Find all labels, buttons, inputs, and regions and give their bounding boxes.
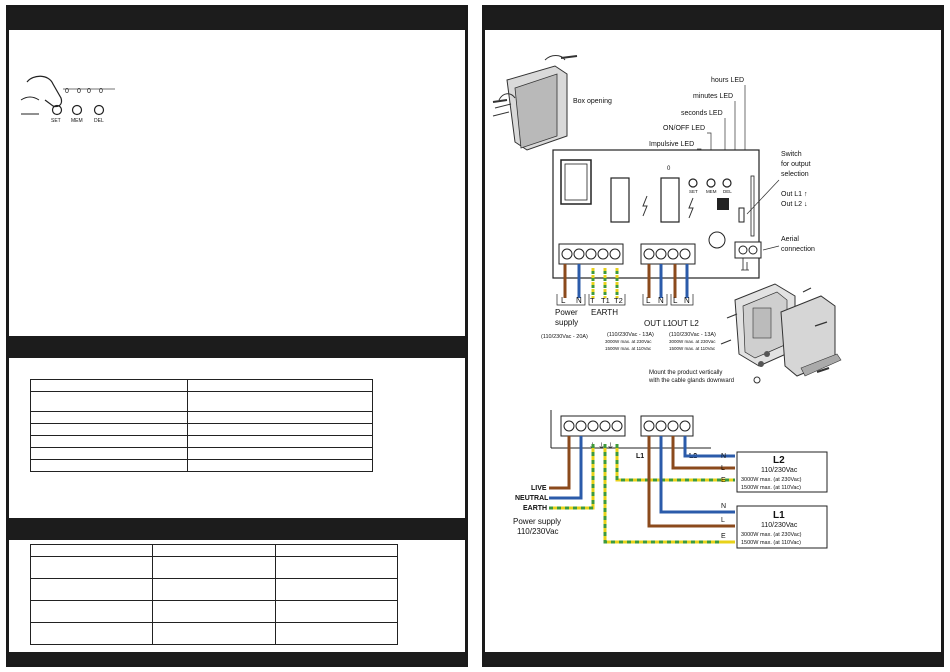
right-page-terminals-power-0-text: L — [561, 296, 566, 305]
right-page-wiring-load-l2-pins-0-text: N — [721, 453, 726, 460]
right-page-wiring-load-l1-line2-text: 1500W max. (at 110Vac) — [741, 540, 801, 546]
right-page-terminals-earth-2-text: T2 — [614, 296, 623, 305]
header-bar-middle — [9, 336, 465, 358]
minutes-led-label: minutes LED — [693, 93, 733, 100]
relay-l1 — [610, 177, 630, 223]
right-page-terminals-power-caption-1-text: supply — [555, 318, 578, 327]
right-page-board-buttons-1-text: MEM — [706, 189, 717, 194]
right-page-terminals-out-l1-0-text: L — [646, 296, 651, 305]
set-button-icon — [51, 104, 63, 116]
right-page-wiring-load-l2-line1-text: 3000W max. (at 230Vac) — [741, 477, 802, 483]
wiring-diagrams: Box opening hours LED minutes LED second… — [492, 55, 842, 549]
table-1 — [30, 379, 373, 472]
box-opening-illustration: Box opening — [492, 55, 612, 151]
right-page-terminals-out-l2-1-text: N — [684, 296, 690, 305]
left-page-keypad-led-marks-2-text: 0 — [87, 88, 91, 95]
right-page-aerial-label-0-text: Aerial — [781, 236, 799, 243]
left-page: 0 0 0 0 SET MEM DEL — [6, 5, 468, 667]
right-page-terminals-out-l1-rating-2-text: 1500W max. at 110Vac — [605, 346, 652, 351]
left-page-keypad-led-marks-0-text: 0 — [65, 88, 69, 95]
del-label: DEL — [94, 118, 104, 124]
seconds-led-label: seconds LED — [681, 110, 723, 117]
right-page-board-buttons-2-text: DEL — [723, 189, 732, 194]
mounting-illustration — [720, 283, 842, 384]
footer-bar-right — [485, 652, 941, 664]
right-page-wiring-load-l2-voltage-text: 110/230Vac — [761, 467, 798, 474]
wiring-schematic: ⏚ ⏚ ⏚ L1 L2 — [550, 410, 711, 460]
right-page-terminals-power-1-text: N — [576, 296, 582, 305]
right-page-wiring-load-l1-name-text: L1 — [773, 510, 785, 521]
mount-note-line2: with the cable glands downward — [648, 378, 734, 384]
right-page-terminals-out-l1-rating-0-text: (110/230Vac - 13A) — [607, 332, 654, 338]
header-bar-top-right — [485, 8, 941, 30]
right-page-wiring-load-l1-pins-2-text: E — [721, 533, 726, 540]
right-page-terminals-out-l2-rating-2-text: 1500W max. at 110Vac — [669, 346, 716, 351]
aerial-terminal-block — [734, 241, 762, 271]
right-page-terminals-out-l1-1-text: N — [658, 296, 664, 305]
output-switch — [738, 207, 745, 223]
set-label: SET — [51, 118, 61, 124]
left-page-keypad-led-marks-3-text: 0 — [99, 88, 103, 95]
svg-text:0: 0 — [667, 166, 671, 172]
right-page-terminals-earth-caption-text: EARTH — [591, 308, 618, 317]
right-page-aerial-label-1-text: connection — [781, 246, 815, 253]
right-page-out-select-0-text: Out L1 ↑ — [781, 191, 807, 198]
right-page-wiring-load-l1-voltage-text: 110/230Vac — [761, 522, 798, 529]
right-page-switch-label-1-text: for output — [781, 161, 811, 168]
keypad-illustration: 0 0 0 0 SET MEM DEL — [20, 75, 115, 124]
microchip — [717, 198, 729, 210]
right-page-terminals-out-l2-0-text: L — [673, 296, 678, 305]
left-page-keypad-led-marks-1-text: 0 — [77, 88, 81, 95]
right-page-switch-label-2-text: selection — [781, 171, 809, 178]
right-page-terminals-earth-1-text: T1 — [601, 296, 610, 305]
right-page-terminals-out-l1-rating-1-text: 3000W max. at 230Vac — [605, 339, 652, 344]
relay-l2 — [660, 177, 680, 223]
right-page-out-select-1-text: Out L2 ↓ — [781, 201, 807, 208]
svg-text:⏚ ⏚ ⏚: ⏚ ⏚ ⏚ — [589, 442, 614, 450]
right-page: Box opening hours LED minutes LED second… — [482, 5, 944, 667]
mem-button-icon — [71, 104, 83, 116]
right-page-wiring-load-l2-name-text: L2 — [773, 455, 785, 466]
footer-bar — [9, 652, 465, 664]
right-page-terminals-earth-0-text: T — [590, 296, 595, 305]
neutral-label: NEUTRAL — [515, 495, 549, 502]
mount-note-line1: Mount the product vertically — [649, 370, 722, 376]
table-2 — [30, 544, 398, 645]
mem-label: MEM — [71, 118, 83, 124]
right-page-terminals-out-l2-rating-0-text: (110/230Vac - 13A) — [669, 332, 716, 338]
load-l2-box: N L E L2 110/230Vac 3000W max. (at 230Va… — [721, 451, 828, 493]
box-opening-label: Box opening — [573, 98, 612, 105]
right-page-switch-label-0-text: Switch — [781, 151, 802, 158]
live-label: LIVE — [531, 485, 547, 492]
right-page-wiring-load-l2-pins-1-text: L — [721, 465, 725, 472]
right-page-wiring-load-l1-pins-0-text: N — [721, 503, 726, 510]
right-page-board-buttons-0-text: SET — [689, 189, 698, 194]
right-page-terminals-out-l2-caption-text: OUT L2 — [671, 319, 699, 328]
del-button-icon — [93, 104, 105, 116]
power-supply-voltage: 110/230Vac — [517, 527, 559, 536]
right-page-wiring-load-l1-line1-text: 3000W max. (at 230Vac) — [741, 532, 802, 538]
earth-label: EARTH — [523, 505, 547, 512]
right-page-wiring-load-l2-line2-text: 1500W max. (at 110Vac) — [741, 485, 801, 491]
right-page-terminals-power-caption-0-text: Power — [555, 308, 578, 317]
header-bar-lower — [9, 518, 465, 540]
right-page-wiring-tag-l1-text: L1 — [636, 453, 644, 460]
board-mem-button — [706, 178, 716, 188]
board-del-button — [722, 178, 732, 188]
hours-led-label: hours LED — [711, 77, 744, 84]
header-bar-top — [9, 8, 465, 30]
right-page-terminals-power-rating-text: (110/230Vac - 20A) — [541, 334, 588, 340]
board-set-button — [688, 178, 698, 188]
power-supply-label: Power supply — [513, 517, 561, 526]
output-terminal-block — [640, 243, 696, 265]
onoff-led-label: ON/OFF LED — [663, 125, 705, 132]
buzzer — [708, 231, 726, 249]
right-page-terminals-out-l1-caption-text: OUT L1 — [644, 319, 672, 328]
right-page-wiring-load-l2-pins-2-text: E — [721, 477, 726, 484]
load-l1-box: N L E L1 110/230Vac 3000W max. (at 230Va… — [721, 503, 828, 549]
power-terminal-block — [558, 243, 624, 265]
impulsive-led-label: Impulsive LED — [649, 141, 694, 148]
right-page-terminals-out-l2-rating-1-text: 3000W max. at 230Vac — [669, 339, 716, 344]
right-page-wiring-load-l1-pins-1-text: L — [721, 517, 725, 524]
